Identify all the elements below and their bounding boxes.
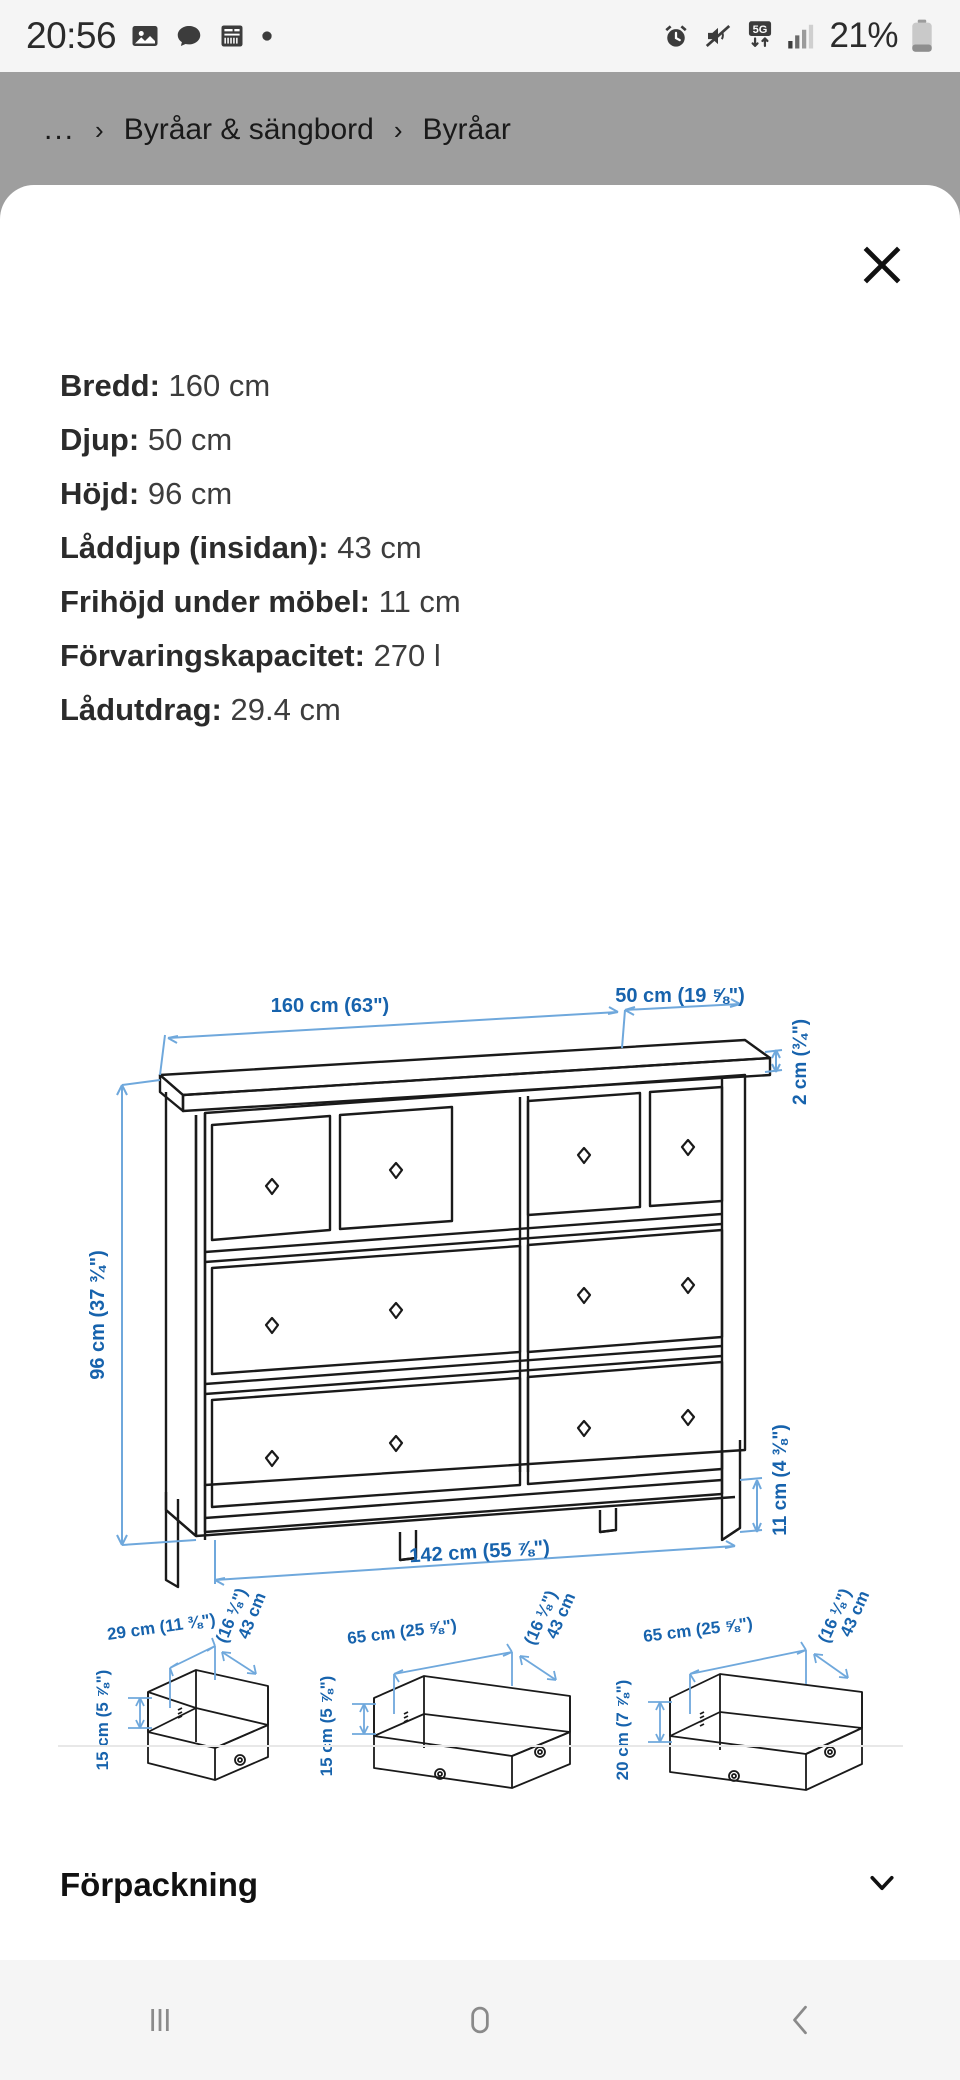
5g-icon: 5G bbox=[745, 20, 775, 52]
breadcrumb-separator: › bbox=[393, 114, 403, 145]
battery-percent-label: 21% bbox=[829, 16, 898, 55]
spec-key: Förvaringskapacitet: bbox=[60, 638, 365, 673]
spec-value: 160 cm bbox=[168, 368, 271, 403]
spec-row: Frihöjd under möbel: 11 cm bbox=[60, 586, 900, 617]
photo-icon bbox=[130, 21, 160, 51]
spec-value: 270 l bbox=[373, 638, 441, 673]
accordion-title: Förpackning bbox=[60, 1866, 259, 1903]
small-drawer-width-label: 29 cm (11 ⅜") bbox=[106, 1610, 217, 1644]
breadcrumb: ... › Byråar & sängbord › Byråar bbox=[0, 72, 960, 188]
spec-key: Frihöjd under möbel: bbox=[60, 584, 370, 619]
mute-icon bbox=[703, 21, 733, 51]
large-drawer-width-label: 65 cm (25 ⅝") bbox=[642, 1614, 754, 1646]
spec-row: Förvaringskapacitet: 270 l bbox=[60, 640, 900, 671]
dim-base-width-label: 142 cm (55 ⅞") bbox=[409, 1537, 551, 1568]
spec-key: Bredd: bbox=[60, 368, 160, 403]
back-icon bbox=[793, 2005, 807, 2035]
close-button[interactable] bbox=[852, 235, 912, 295]
home-button[interactable] bbox=[410, 1960, 550, 2080]
breadcrumb-item-byraar-sangbord[interactable]: Byråar & sängbord bbox=[123, 113, 374, 146]
spec-value: 43 cm bbox=[337, 530, 422, 565]
spec-key: Låddjup (insidan): bbox=[60, 530, 329, 565]
dim-width-label: 160 cm (63") bbox=[271, 995, 389, 1017]
section-divider bbox=[58, 1745, 903, 1747]
spec-row: Lådutdrag: 29.4 cm bbox=[60, 694, 900, 725]
chat-bubble-icon bbox=[174, 21, 204, 51]
spec-value: 50 cm bbox=[147, 422, 233, 457]
spec-row: Bredd: 160 cm bbox=[60, 370, 900, 401]
spec-key: Djup: bbox=[60, 422, 140, 457]
android-nav-bar bbox=[0, 1960, 960, 2080]
small-drawer-annotations bbox=[128, 1637, 257, 1729]
spec-value: 29.4 cm bbox=[230, 692, 341, 727]
large-drawer-height-label: 20 cm (7 ⅞") bbox=[613, 1680, 632, 1781]
dim-clearance-label: 11 cm (4 ⅜") bbox=[770, 1424, 791, 1535]
spec-value: 96 cm bbox=[147, 476, 233, 511]
medium-drawer-height-label: 15 cm (5 ⅞") bbox=[317, 1676, 336, 1777]
dot-icon bbox=[260, 29, 274, 43]
recents-icon bbox=[151, 2009, 169, 2031]
medium-drawer-drawing bbox=[373, 1675, 571, 1789]
news-icon bbox=[218, 22, 246, 50]
close-icon bbox=[863, 246, 901, 284]
specification-list: Bredd: 160 cm Djup: 50 cm Höjd: 96 cm Lå… bbox=[60, 370, 900, 748]
spec-row: Höjd: 96 cm bbox=[60, 478, 900, 509]
home-icon bbox=[471, 2006, 489, 2034]
spec-key: Lådutdrag: bbox=[60, 692, 222, 727]
chevron-down-icon[interactable] bbox=[864, 1865, 900, 1906]
dresser-dimension-annotations bbox=[116, 998, 783, 1586]
recents-button[interactable] bbox=[90, 1960, 230, 2080]
status-bar-left: 20:56 bbox=[26, 15, 274, 57]
dim-depth-label: 50 cm (19 ⅝") bbox=[615, 985, 745, 1007]
svg-text:5G: 5G bbox=[753, 24, 768, 36]
status-clock: 20:56 bbox=[26, 15, 117, 56]
large-drawer-annotations bbox=[648, 1641, 849, 1743]
status-bar-right: 5G 21% bbox=[661, 16, 934, 56]
small-drawer-drawing bbox=[147, 1669, 269, 1781]
signal-icon bbox=[787, 22, 817, 50]
back-button[interactable] bbox=[730, 1960, 870, 2080]
accordion-forpackning[interactable]: Förpackning bbox=[0, 1840, 960, 1930]
large-drawer-drawing bbox=[669, 1673, 863, 1791]
medium-drawer-width-label: 65 cm (25 ⅝") bbox=[346, 1616, 458, 1648]
dim-top-thickness-label: 2 cm (¾") bbox=[790, 1019, 811, 1105]
dimension-diagram: 160 cm (63") 50 cm (19 ⅝") 2 cm (¾") 96 … bbox=[0, 980, 960, 1810]
alarm-icon bbox=[661, 21, 691, 51]
spec-row: Låddjup (insidan): 43 cm bbox=[60, 532, 900, 563]
breadcrumb-ellipsis[interactable]: ... bbox=[44, 113, 76, 146]
spec-row: Djup: 50 cm bbox=[60, 424, 900, 455]
dresser-drawing bbox=[158, 1038, 772, 1589]
battery-icon bbox=[910, 19, 934, 53]
small-drawer-height-label: 15 cm (5 ⅞") bbox=[93, 1670, 112, 1771]
breadcrumb-separator: › bbox=[95, 114, 104, 145]
detail-sheet: Bredd: 160 cm Djup: 50 cm Höjd: 96 cm Lå… bbox=[0, 185, 960, 1960]
status-bar: 20:56 5G bbox=[0, 0, 960, 72]
medium-drawer-annotations bbox=[352, 1643, 557, 1735]
spec-value: 11 cm bbox=[378, 584, 461, 619]
spec-key: Höjd: bbox=[60, 476, 140, 511]
breadcrumb-item-byraar[interactable]: Byråar bbox=[422, 113, 511, 146]
dim-height-label: 96 cm (37 ¾") bbox=[87, 1250, 109, 1380]
